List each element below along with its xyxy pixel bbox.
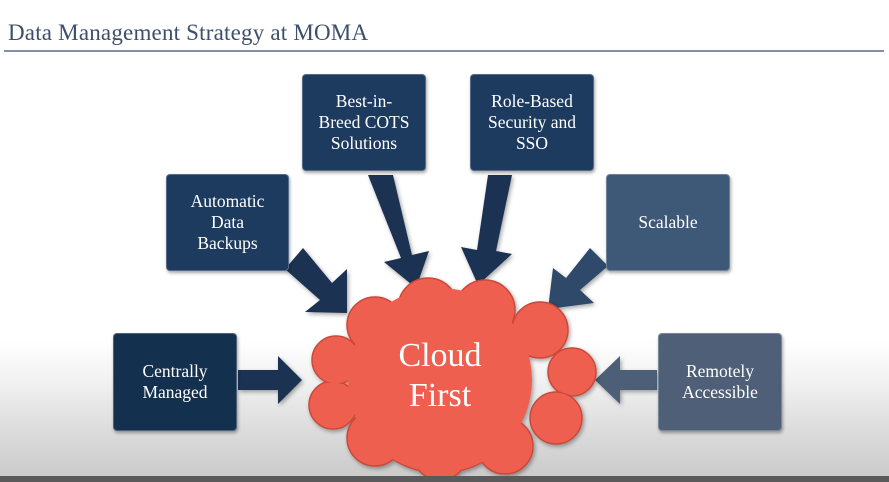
box-role-based-security-label: Role-Based Security and SSO <box>488 91 576 153</box>
arrow-from-automatic-backups <box>285 248 347 313</box>
cloud-shape <box>308 277 597 481</box>
arrow-from-role-based <box>461 175 512 285</box>
arrow-from-scalable <box>548 248 608 309</box>
cloud-first-label: Cloud First <box>398 337 482 414</box>
arrow-from-centrally-managed <box>238 356 302 404</box>
box-centrally-managed-label: Centrally Managed <box>142 361 208 402</box>
slide-title: Data Management Strategy at MOMA <box>8 20 369 45</box>
bottom-strip <box>0 476 889 482</box>
box-scalable-label: Scalable <box>638 212 698 232</box>
box-automatic-data-backups: Automatic Data Backups <box>166 174 289 271</box>
box-best-in-breed-cots-label: Best-in- Breed COTS Solutions <box>318 91 410 153</box>
box-centrally-managed: Centrally Managed <box>113 333 237 431</box>
title-divider <box>4 50 884 52</box>
box-best-in-breed-cots: Best-in- Breed COTS Solutions <box>302 74 426 171</box>
arrow-from-best-in-breed <box>368 175 429 288</box>
box-remotely-accessible-label: Remotely Accessible <box>682 361 758 402</box>
box-remotely-accessible: Remotely Accessible <box>658 333 782 431</box>
box-role-based-security: Role-Based Security and SSO <box>470 74 594 171</box>
arrow-from-remotely-accessible <box>595 356 657 404</box>
box-automatic-data-backups-label: Automatic Data Backups <box>190 191 265 253</box>
box-scalable: Scalable <box>606 174 730 271</box>
